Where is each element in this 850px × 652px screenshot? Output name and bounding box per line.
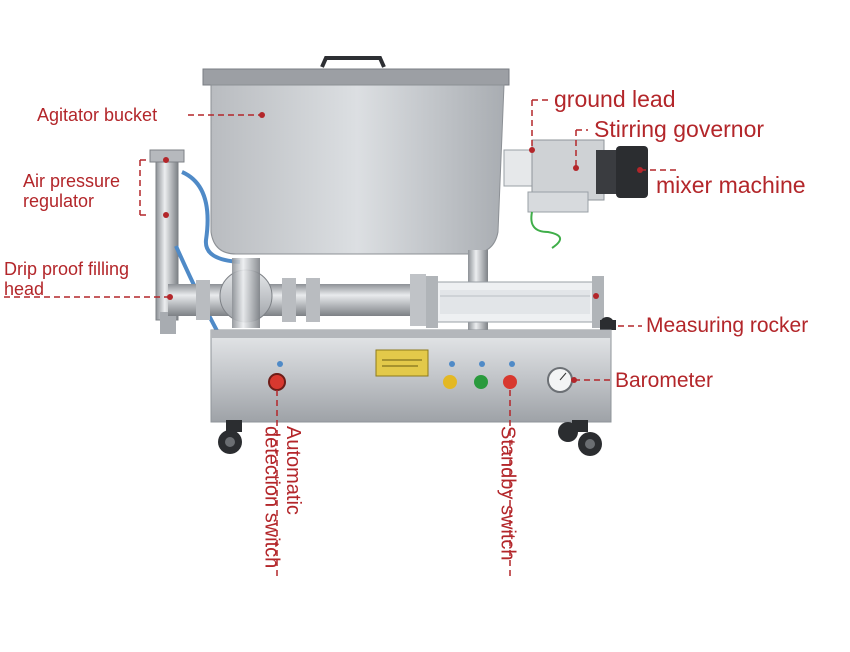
label-automatic-detection-line1: Automatic (282, 426, 305, 515)
label-automatic-detection-switch: Automatic detection switch (260, 426, 305, 569)
yellow-indicator-light (443, 375, 457, 389)
auto-detection-switch-button[interactable] (268, 373, 286, 391)
label-ground-lead: ground lead (554, 86, 676, 112)
standby-switch-button[interactable] (503, 375, 517, 389)
casters (218, 420, 602, 456)
label-drip-proof-line2: head (4, 279, 45, 299)
label-measuring-rocker: Measuring rocker (646, 314, 809, 337)
label-stirring-governor: Stirring governor (594, 116, 765, 142)
agitator-bucket-body (202, 56, 510, 255)
control-cabinet (210, 329, 612, 423)
leader-lines (4, 99, 678, 580)
filling-pipe (168, 258, 433, 328)
label-drip-proof-line1: Drip proof filling (4, 259, 130, 279)
measuring-cylinder (426, 276, 616, 331)
label-mixer-machine: mixer machine (656, 172, 806, 198)
label-barometer: Barometer (615, 369, 714, 392)
label-air-pressure-regulator-line2: regulator (23, 191, 95, 211)
green-indicator-light (474, 375, 488, 389)
label-air-pressure-regulator-line1: Air pressure (23, 171, 121, 191)
mixer-motor (503, 139, 648, 249)
label-agitator-bucket: Agitator bucket (37, 105, 158, 125)
label-automatic-detection-line2: detection switch (260, 426, 283, 569)
leader-dots (163, 112, 643, 383)
label-standby-switch: Standby switch (496, 426, 519, 561)
cabinet-sticker (375, 349, 429, 377)
